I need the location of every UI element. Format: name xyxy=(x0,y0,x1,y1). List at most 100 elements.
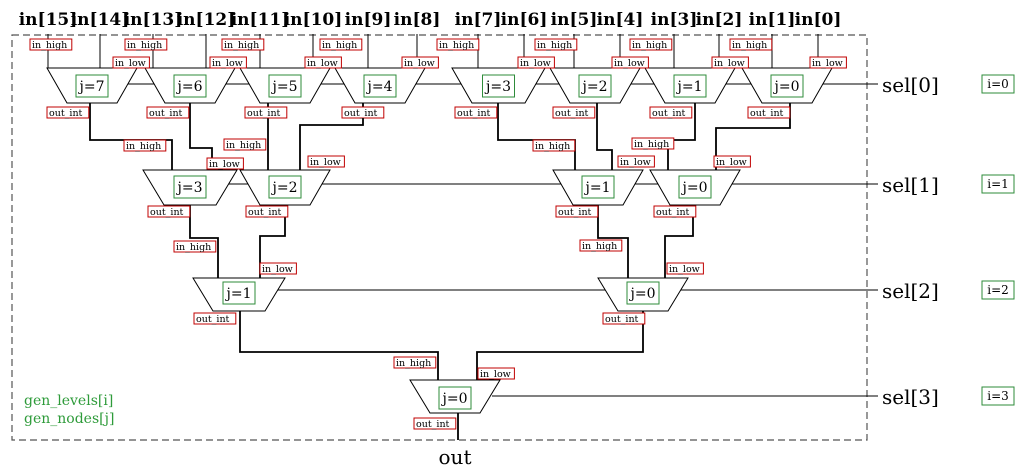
port-in-low-l0-0: in_low xyxy=(112,56,150,69)
level-label-2-box xyxy=(981,280,1015,300)
port-in-low-l0-1-text: in_low xyxy=(212,58,243,69)
level-label-0: i=0 xyxy=(981,74,1015,94)
port-in-low-l1-2-text: in_low xyxy=(620,157,651,168)
port-in-high-l1-0-box xyxy=(123,139,167,152)
port-out-int-l0-2-box xyxy=(244,106,288,119)
port-in-low-l0-5: in_low xyxy=(611,56,649,69)
node-label-l0-5: j=2 xyxy=(578,74,612,98)
input-label-3: in[12] xyxy=(177,10,236,30)
port-out-int-l0-1-text: out_int xyxy=(149,108,183,119)
port-in-low-l0-6-text: in_low xyxy=(714,58,745,69)
port-out-int-l1-3-text: out_int xyxy=(656,207,690,218)
node-label-l2-0-box xyxy=(222,281,256,305)
node-label-l0-6: j=1 xyxy=(673,74,707,98)
wire-l2-0-to-l3-0 xyxy=(476,311,644,380)
wire-l1-0-to-l2-0 xyxy=(664,205,694,278)
port-in-high-l1-2-box xyxy=(532,139,576,152)
node-label-l1-0: j=3 xyxy=(173,175,207,199)
port-out-int-l0-2-text: out_int xyxy=(247,108,281,119)
port-in-high-l0-1: in_high xyxy=(124,38,168,51)
port-in-low-l0-0-text: in_low xyxy=(115,58,146,69)
port-in-high-l1-0-text: in_high xyxy=(126,141,161,152)
port-out-int-l1-1: out_int xyxy=(245,205,289,218)
port-in-high-l2-1-text: in_high xyxy=(582,241,617,252)
port-in-high-l3-0-box xyxy=(393,356,437,369)
generate-levels-label: gen_levels[i] xyxy=(24,393,113,409)
port-in-low-l1-3-box xyxy=(713,155,751,168)
port-out-int-l1-0-text: out_int xyxy=(150,207,184,218)
port-in-high-l0-6-text: in_high xyxy=(632,40,667,51)
node-label-l0-5-text: j=2 xyxy=(581,79,608,95)
level-label-0-box xyxy=(981,74,1015,94)
node-label-l2-0-text: j=1 xyxy=(225,286,252,302)
port-out-int-l0-0-text: out_int xyxy=(49,108,83,119)
level-label-3-box xyxy=(981,386,1015,406)
node-label-l3-0-box xyxy=(438,386,472,410)
port-out-int-l1-2-text: out_int xyxy=(558,207,592,218)
port-out-int-l0-0: out_int xyxy=(46,106,90,119)
port-out-int-l0-7-box xyxy=(747,106,791,119)
port-in-low-l1-3-text: in_low xyxy=(716,157,747,168)
node-label-l0-3-box xyxy=(363,74,397,98)
port-out-int-l1-0-box xyxy=(147,205,191,218)
port-in-high-l2-0-text: in_high xyxy=(176,242,211,253)
port-in-high-l0-2: in_high xyxy=(221,38,265,51)
node-label-l0-7-text: j=0 xyxy=(773,79,800,95)
port-in-low-l0-7-box xyxy=(809,56,847,69)
text-layer: in[15]in[14]in[13]in[12]in[11]in[10]in[9… xyxy=(19,10,1015,469)
port-in-high-l1-2: in_high xyxy=(532,139,576,152)
port-in-high-l0-4-text: in_high xyxy=(439,40,474,51)
port-in-low-l0-1: in_low xyxy=(209,56,247,69)
level-label-2: i=2 xyxy=(981,280,1015,300)
port-in-low-l0-2-text: in_low xyxy=(307,58,338,69)
port-in-high-l0-6-box xyxy=(629,38,673,51)
level-label-3-text: i=3 xyxy=(987,389,1009,403)
port-in-low-l0-1-box xyxy=(209,56,247,69)
input-label-5: in[10] xyxy=(284,10,343,30)
port-in-low-l3-0: in_low xyxy=(477,367,515,380)
port-out-int-l1-2-box xyxy=(555,205,599,218)
port-in-low-l1-0-box xyxy=(206,157,244,170)
port-out-int-l2-1: out_int xyxy=(602,312,646,325)
node-label-l1-2-box xyxy=(581,175,615,199)
input-label-7: in[8] xyxy=(394,10,441,30)
port-in-low-l1-2: in_low xyxy=(617,155,655,168)
port-out-int-l1-0: out_int xyxy=(147,205,191,218)
input-label-8: in[7] xyxy=(455,10,502,30)
port-out-int-l0-1-box xyxy=(146,106,190,119)
generate-nodes-label: gen_nodes[j] xyxy=(24,411,114,427)
port-in-high-l0-7: in_high xyxy=(729,38,773,51)
port-out-int-l0-6-box xyxy=(649,106,693,119)
select-label-0: sel[0] xyxy=(882,73,939,97)
node-label-l2-1: j=0 xyxy=(626,281,660,305)
port-in-high-l2-0-box xyxy=(173,240,217,253)
port-in-low-l2-1-box xyxy=(666,262,704,275)
port-in-low-l0-6: in_low xyxy=(711,56,749,69)
node-label-l0-1-text: j=6 xyxy=(176,79,203,95)
port-in-high-l1-1-text: in_high xyxy=(226,140,261,151)
node-label-l1-0-text: j=3 xyxy=(176,180,203,196)
node-label-l0-3-text: j=4 xyxy=(366,79,393,95)
input-label-13: in[2] xyxy=(696,10,743,30)
node-label-l0-4-text: j=3 xyxy=(484,79,511,95)
port-in-high-l1-1: in_high xyxy=(223,138,267,151)
port-out-int-l1-1-box xyxy=(245,205,289,218)
node-label-l0-3: j=4 xyxy=(363,74,397,98)
input-label-2: in[13] xyxy=(124,10,183,30)
input-label-6: in[9] xyxy=(345,10,392,30)
port-in-low-l1-2-box xyxy=(617,155,655,168)
port-in-high-l0-4: in_high xyxy=(436,38,480,51)
port-in-low-l0-4-text: in_low xyxy=(520,58,551,69)
port-in-high-l0-6: in_high xyxy=(629,38,673,51)
node-label-l0-7-box xyxy=(770,74,804,98)
select-label-2: sel[2] xyxy=(882,279,939,303)
port-in-high-l0-3-box xyxy=(319,38,363,51)
port-in-low-l2-0: in_low xyxy=(259,262,297,275)
level-label-3: i=3 xyxy=(981,386,1015,406)
node-label-l0-2-box xyxy=(268,74,302,98)
port-in-low-l1-0-text: in_low xyxy=(209,159,240,170)
port-in-high-l0-5-box xyxy=(534,38,578,51)
port-in-high-l0-7-box xyxy=(729,38,773,51)
port-in-high-l2-0: in_high xyxy=(173,240,217,253)
select-label-1: sel[1] xyxy=(882,173,939,197)
